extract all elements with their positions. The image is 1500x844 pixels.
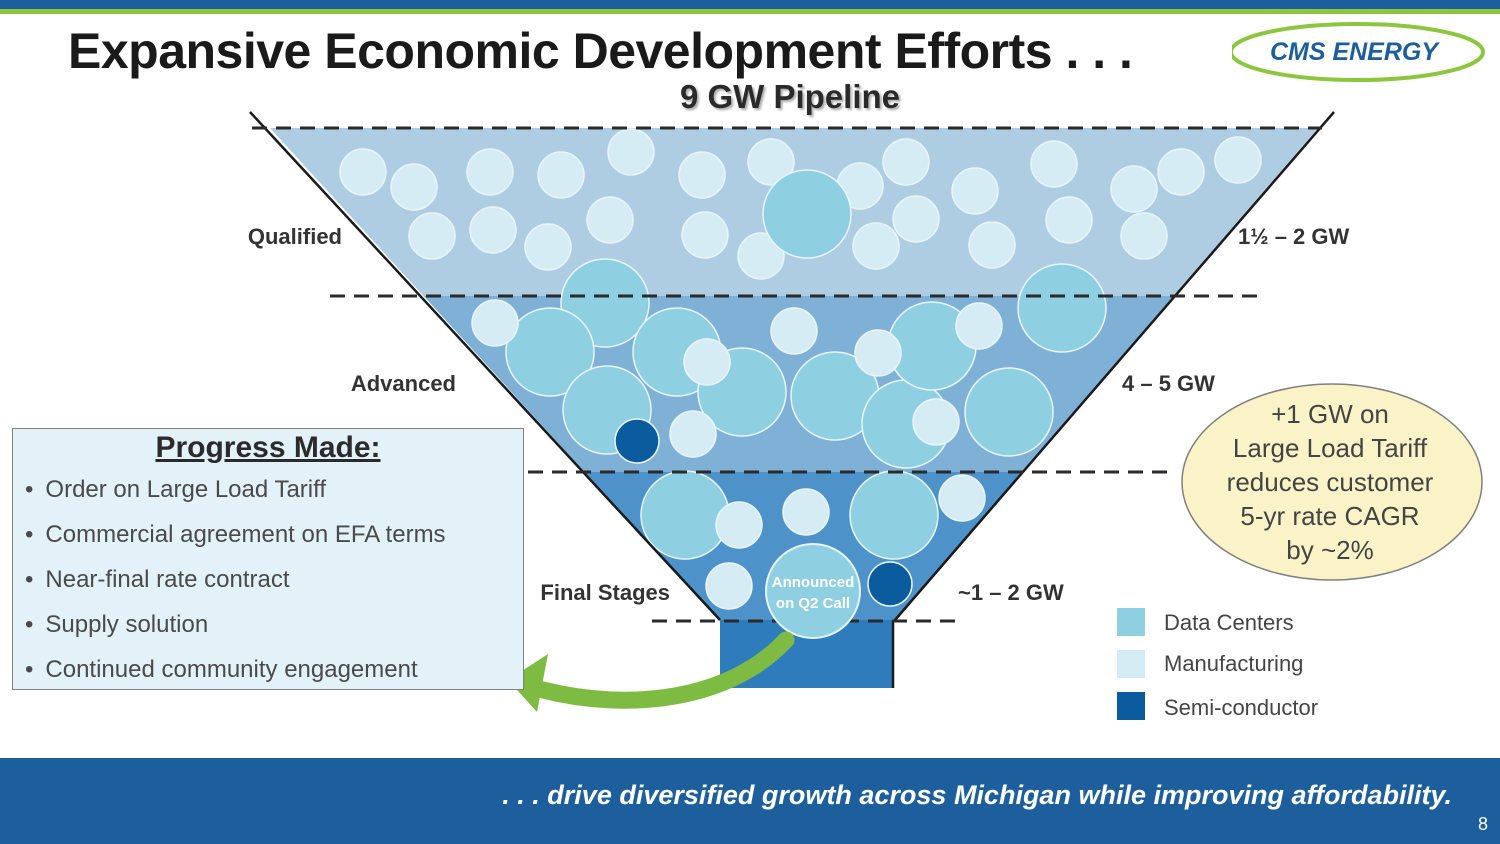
manufacturing-bubble	[1110, 165, 1158, 213]
manufacturing-bubble	[852, 222, 900, 270]
top-accent-stripe	[0, 9, 1500, 14]
announced-label-line1: Announced	[772, 574, 855, 591]
manufacturing-bubble	[1120, 212, 1168, 260]
funnel-right-edge	[894, 111, 1335, 621]
callout-line-3: reduces customer	[1227, 467, 1434, 497]
funnel-left-edge	[249, 111, 721, 621]
data-center-bubble	[964, 367, 1054, 457]
data-center-bubble	[1017, 263, 1107, 353]
callout-line-2: Large Load Tariff	[1233, 433, 1428, 463]
manufacturing-bubble	[892, 195, 940, 243]
manufacturing-bubble	[782, 488, 830, 536]
legend-label-data-centers: Data Centers	[1164, 610, 1294, 635]
manufacturing-bubble	[537, 151, 585, 199]
semiconductor-bubble	[867, 561, 913, 607]
announced-arrow	[534, 631, 795, 709]
manufacturing-bubble	[1045, 196, 1093, 244]
manufacturing-bubble	[955, 302, 1003, 350]
progress-item: Supply solution	[25, 608, 446, 653]
callout-line-1: +1 GW on	[1271, 399, 1389, 429]
manufacturing-bubble	[1030, 140, 1078, 188]
manufacturing-bubble	[747, 138, 795, 186]
top-accent-bar	[0, 0, 1500, 9]
legend: Data Centers Manufacturing Semi-conducto…	[1117, 608, 1318, 720]
pipeline-heading: 9 GW Pipeline	[680, 78, 900, 115]
manufacturing-bubble	[469, 206, 517, 254]
footer-tagline: . . . drive diversified growth across Mi…	[502, 780, 1452, 810]
manufacturing-bubble	[339, 148, 387, 196]
tariff-callout	[1181, 383, 1483, 581]
manufacturing-bubble	[705, 562, 753, 610]
manufacturing-bubble	[683, 338, 731, 386]
logo-text: CMS ENERGY	[1270, 38, 1440, 66]
logo-swoosh	[1232, 22, 1485, 82]
manufacturing-bubble	[968, 221, 1016, 269]
manufacturing-bubble	[607, 128, 655, 176]
company-logo: CMS ENERGY	[1232, 22, 1485, 82]
data-center-bubble	[762, 169, 852, 259]
manufacturing-bubble	[669, 410, 717, 458]
page-number: 8	[1477, 814, 1488, 834]
manufacturing-bubble	[770, 307, 818, 355]
progress-item: Commercial agreement on EFA terms	[25, 518, 445, 563]
callout-line-4: 5-yr rate CAGR	[1240, 501, 1419, 531]
manufacturing-bubble	[1157, 148, 1205, 196]
announced-label-line2: on Q2 Call	[776, 595, 850, 612]
progress-title: Progress Made:	[155, 431, 381, 464]
progress-made-box: Progress Made: Order on Large Load Tarif…	[12, 428, 524, 690]
legend-swatch-semi-conductor	[1117, 692, 1145, 720]
progress-item: Continued community engagement	[25, 653, 446, 698]
manufacturing-bubble	[466, 148, 514, 196]
pipeline-bubbles	[339, 128, 1262, 610]
stage-capacity-advanced: 4 – 5 GW	[1122, 371, 1215, 396]
manufacturing-bubble	[912, 398, 960, 446]
manufacturing-bubble	[681, 211, 729, 259]
stage-label-final: Final Stages	[540, 580, 670, 605]
manufacturing-bubble	[471, 299, 519, 347]
data-center-bubble	[849, 470, 939, 560]
semiconductor-bubble	[614, 418, 660, 464]
legend-label-semi-conductor: Semi-conductor	[1164, 695, 1318, 720]
progress-item: Order on Large Load Tariff	[25, 473, 446, 518]
legend-label-manufacturing: Manufacturing	[1164, 651, 1303, 676]
manufacturing-bubble	[882, 138, 930, 186]
manufacturing-bubble	[854, 329, 902, 377]
manufacturing-bubble	[408, 212, 456, 260]
stage-capacity-final: ~1 – 2 GW	[958, 580, 1064, 605]
manufacturing-bubble	[586, 196, 634, 244]
slide-title: Expansive Economic Development Efforts .…	[68, 23, 1133, 79]
manufacturing-bubble	[951, 167, 999, 215]
legend-swatch-manufacturing	[1117, 650, 1145, 678]
manufacturing-bubble	[524, 223, 572, 271]
data-center-bubble	[640, 470, 730, 560]
progress-item: Near-final rate contract	[25, 563, 446, 608]
manufacturing-bubble	[715, 501, 763, 549]
manufacturing-bubble	[678, 151, 726, 199]
manufacturing-bubble	[737, 232, 785, 280]
progress-list: Order on Large Load Tariff Commercial ag…	[25, 473, 446, 698]
manufacturing-bubble	[390, 163, 438, 211]
stage-label-advanced: Advanced	[351, 371, 456, 396]
callout-line-5: by ~2%	[1286, 535, 1373, 565]
manufacturing-bubble	[938, 474, 986, 522]
legend-swatch-data-centers	[1117, 608, 1145, 636]
footer-banner: . . . drive diversified growth across Mi…	[0, 758, 1500, 844]
manufacturing-bubble	[1214, 136, 1262, 184]
arrow-head	[508, 654, 548, 712]
stage-label-qualified: Qualified	[248, 224, 342, 249]
announced-bubble	[765, 543, 861, 639]
data-center-bubble	[505, 307, 595, 397]
stage-capacity-qualified: 1½ – 2 GW	[1238, 224, 1350, 249]
